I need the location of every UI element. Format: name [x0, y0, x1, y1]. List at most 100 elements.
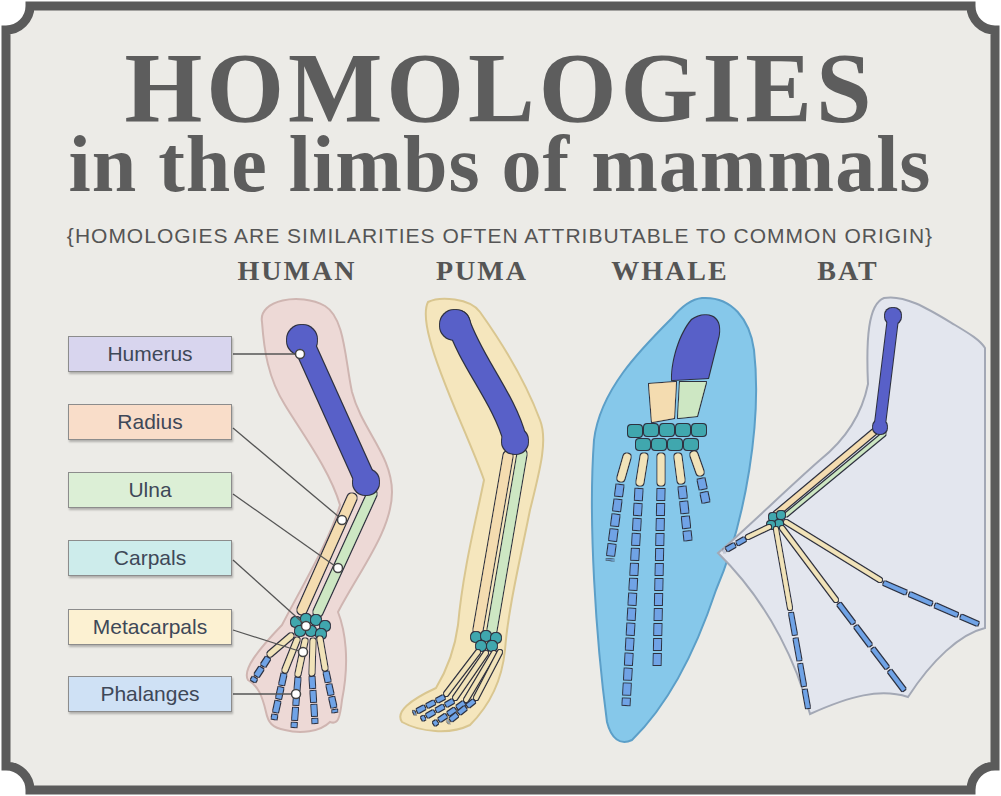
ulna-bone	[678, 382, 706, 418]
metacarpal-bone	[312, 641, 313, 673]
whale-flipper	[592, 298, 756, 742]
phalanx-bone	[610, 485, 620, 560]
humerus-shaft	[880, 318, 893, 424]
phalanx-bone	[434, 703, 464, 724]
metacarpal-bone	[678, 457, 681, 480]
humerus-head	[885, 308, 901, 324]
label-text: Humerus	[107, 341, 192, 366]
carpal-bone	[668, 439, 682, 450]
carpal-bone	[644, 424, 658, 436]
metacarpal-bone	[476, 652, 500, 698]
human-skin	[247, 299, 392, 732]
ulna-bone	[318, 494, 372, 612]
column-heading: WHALE	[611, 257, 728, 285]
humerus-shaft	[302, 340, 366, 482]
humerus-condyle	[873, 420, 887, 434]
carpal-bone	[660, 424, 674, 436]
leader-line	[233, 693, 292, 694]
phalanx-bone	[326, 672, 335, 712]
metacarpal-bone	[285, 640, 297, 670]
carpal-bone	[777, 511, 785, 519]
carpal-bone	[311, 615, 321, 625]
phalanx-bone	[657, 489, 661, 668]
radius-bone	[649, 382, 676, 422]
phalanx-bone	[724, 539, 745, 551]
metacarpal-bone	[786, 522, 880, 580]
phalanx-bone	[294, 678, 298, 727]
phalanx-bone	[884, 583, 978, 624]
phalanx-bone	[274, 674, 284, 719]
phalanx-bone	[422, 701, 453, 719]
metacarpal-bone	[320, 639, 325, 668]
metacarpal-bone	[776, 529, 790, 608]
carpal-bone	[636, 439, 650, 450]
humerus-bone	[873, 308, 901, 434]
column-heading: HUMAN	[238, 257, 357, 285]
label-box: Carpals	[68, 540, 232, 576]
leader-dot	[292, 690, 301, 699]
bat-wing	[718, 297, 985, 714]
phalanx-bone	[701, 479, 706, 502]
carpal-bone	[628, 425, 642, 437]
carpal-bone	[291, 617, 301, 627]
carpal-bone	[684, 439, 698, 450]
metacarpal-bone	[782, 528, 836, 600]
humerus-shaft	[458, 322, 515, 440]
column-heading: BAT	[817, 257, 879, 285]
puma-leg	[400, 299, 543, 731]
carpal-bone	[652, 439, 666, 450]
leader-line	[233, 353, 296, 354]
humerus-head	[440, 310, 470, 340]
label-box: Ulna	[68, 472, 232, 508]
carpal-bone	[476, 641, 486, 651]
leader-line	[233, 428, 339, 517]
carpal-bone	[676, 424, 690, 436]
label-box: Phalanges	[68, 676, 232, 712]
phalanx-bone	[791, 613, 808, 708]
subtitle-text: in the limbs of mammals	[69, 124, 932, 204]
label-text: Phalanges	[100, 681, 199, 706]
humerus-bone	[440, 310, 528, 454]
metacarpal-bone	[621, 457, 627, 478]
label-box: Radius	[68, 404, 232, 440]
flipper-skin	[592, 298, 756, 742]
poster-frame	[6, 6, 995, 790]
puma-skin	[400, 299, 543, 731]
humerus-condyle	[502, 428, 528, 454]
humerus-bone	[287, 325, 379, 495]
leader-line	[233, 494, 335, 566]
carpal-bone	[692, 424, 706, 436]
metacarpal-bone	[640, 457, 644, 482]
leader-dot	[334, 564, 343, 573]
metacarpal-bone	[298, 641, 305, 674]
metacarpal-bone	[694, 455, 700, 472]
human-arm	[247, 299, 392, 732]
phalanx-bone	[312, 677, 315, 723]
phalanx-bone	[839, 604, 904, 690]
leader-dot	[299, 648, 308, 657]
carpal-bone	[487, 641, 497, 651]
leader-line	[233, 560, 303, 623]
leader-dots	[292, 350, 347, 699]
label-text: Ulna	[128, 477, 171, 502]
phalanx-bone	[682, 487, 688, 540]
leader-line	[233, 630, 299, 651]
leader-dot	[302, 622, 311, 631]
label-text: Radius	[117, 409, 182, 434]
metacarpal-bone	[658, 457, 665, 482]
leader-dot	[296, 350, 305, 359]
carpal-bone	[769, 513, 777, 521]
carpal-bone	[471, 632, 481, 642]
phalanx-bone	[448, 701, 474, 722]
label-box: Humerus	[68, 336, 232, 372]
label-box: Metacarpals	[68, 609, 232, 645]
wing-membrane	[718, 297, 985, 714]
ulna-bone	[492, 454, 522, 630]
label-text: Carpals	[114, 545, 186, 570]
leader-lines	[233, 354, 339, 694]
title-text: HOMOLOGIES	[124, 38, 875, 138]
metacarpal-bone	[748, 527, 769, 537]
carpal-bone	[481, 631, 491, 641]
label-text: Metacarpals	[93, 614, 207, 639]
